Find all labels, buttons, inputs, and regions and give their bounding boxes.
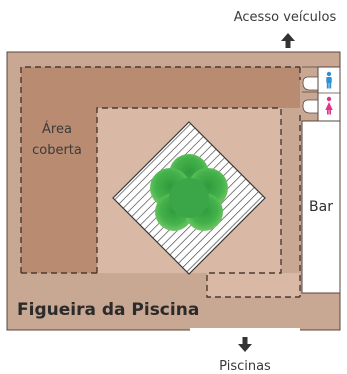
bar-label: Bar [309,199,333,215]
man-icon [326,71,332,89]
covered-area-label-line2: coberta [32,143,82,158]
pool-exit-opening [190,328,300,332]
restroom-door-men [302,66,319,91]
covered-area [21,67,300,273]
covered-area-label-line1: Área [42,121,72,137]
inner-floor-extension [207,273,300,297]
dashed-boundaries [20,66,301,298]
arrow-up-icon [281,33,295,48]
arrow-down-icon [238,337,252,352]
restroom-door-women [302,91,319,114]
bar-area [301,120,341,294]
venue-name: Figueira da Piscina [17,300,199,320]
vehicle-access-label: Acesso veículos [234,10,337,25]
woman-icon [325,96,333,115]
pools-label: Piscinas [219,359,271,374]
tree-icon [150,154,228,231]
